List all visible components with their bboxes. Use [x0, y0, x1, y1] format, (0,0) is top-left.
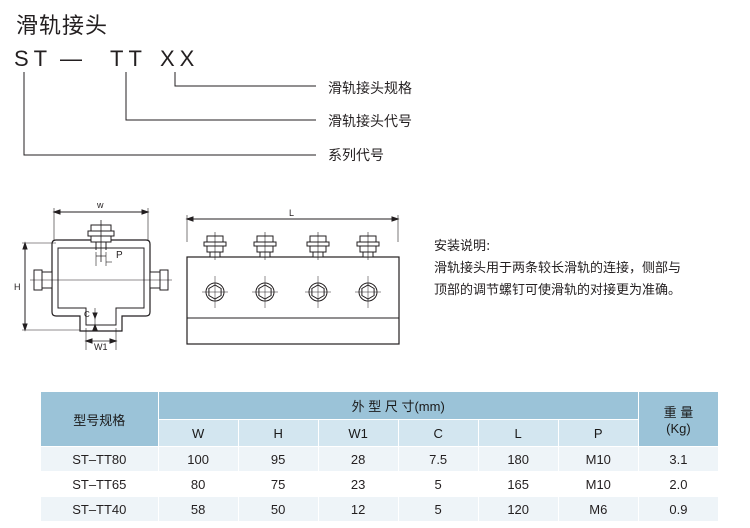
col-w: W: [157, 419, 239, 447]
hex-bolt: [252, 276, 278, 308]
cell-p: M10: [557, 471, 639, 497]
top-bolt: [203, 232, 227, 260]
cell-model: ST–TT80: [40, 446, 159, 472]
col-p: P: [557, 419, 639, 447]
code-type: TT: [110, 46, 147, 71]
cross-section-drawing: [22, 208, 172, 350]
install-notes: 安装说明: 滑轨接头用于两条较长滑轨的连接，侧部与 顶部的调节螺钉可使滑轨的对接…: [434, 236, 744, 302]
cell-w1: 28: [317, 446, 399, 472]
table-row: ST–TT80 100 95 28 7.5 180 M10 3.1: [40, 446, 720, 472]
cell-w1: 23: [317, 471, 399, 497]
code-leader-lines: [23, 72, 316, 156]
side-view-drawing: [185, 215, 400, 345]
hex-bolt: [202, 276, 228, 308]
code-series: ST: [14, 46, 53, 71]
col-c: C: [397, 419, 479, 447]
col-w1: W1: [317, 419, 399, 447]
cell-weight: 3.1: [637, 446, 720, 472]
header-weight-label: 重 量: [663, 405, 694, 420]
cell-w1: 12: [317, 496, 399, 522]
dim-label-w: w: [96, 200, 104, 210]
legend-series: 系列代号: [328, 148, 384, 164]
dim-label-p: P: [116, 250, 123, 261]
page-title: 滑轨接头: [16, 14, 109, 39]
cell-weight: 2.0: [637, 471, 720, 497]
hex-bolt: [305, 276, 331, 308]
cell-h: 75: [237, 471, 319, 497]
cell-c: 5: [397, 471, 479, 497]
dim-label-c: C: [84, 310, 90, 319]
cell-l: 165: [477, 471, 559, 497]
header-weight: 重 量 (Kg): [637, 391, 720, 447]
top-bolt: [356, 232, 380, 260]
cell-c: 5: [397, 496, 479, 522]
col-l: L: [477, 419, 559, 447]
code-dash: —: [60, 46, 82, 71]
top-bolt: [306, 232, 330, 260]
spec-table: 型号规格 外 型 尺 寸(mm) 重 量 (Kg) W H W1 C L P S…: [40, 391, 720, 522]
install-heading: 安装说明:: [434, 239, 491, 254]
table-row: ST–TT65 80 75 23 5 165 M10 2.0: [40, 471, 720, 497]
cell-model: ST–TT65: [40, 471, 159, 497]
cell-h: 95: [237, 446, 319, 472]
hex-bolt: [355, 276, 381, 308]
cell-w: 58: [157, 496, 239, 522]
top-bolt: [253, 232, 277, 260]
code-spec: XX: [160, 46, 200, 71]
legend-code: 滑轨接头代号: [328, 114, 412, 130]
cell-weight: 0.9: [637, 496, 720, 522]
dim-label-w1: W1: [94, 342, 108, 352]
cell-p: M10: [557, 446, 639, 472]
header-dimensions: 外 型 尺 寸(mm): [157, 391, 639, 420]
cell-l: 180: [477, 446, 559, 472]
install-line-1: 滑轨接头用于两条较长滑轨的连接，侧部与: [434, 261, 682, 276]
dim-label-h: H: [14, 282, 21, 292]
header-weight-unit: (Kg): [666, 421, 691, 436]
cell-c: 7.5: [397, 446, 479, 472]
cell-w: 100: [157, 446, 239, 472]
header-model: 型号规格: [40, 391, 159, 447]
col-h: H: [237, 419, 319, 447]
cell-w: 80: [157, 471, 239, 497]
cell-l: 120: [477, 496, 559, 522]
cell-h: 50: [237, 496, 319, 522]
dim-label-l: L: [289, 208, 294, 218]
legend-spec: 滑轨接头规格: [328, 81, 412, 97]
table-row: ST–TT40 58 50 12 5 120 M6 0.9: [40, 496, 720, 522]
install-line-2: 顶部的调节螺钉可使滑轨的对接更为准确。: [434, 283, 682, 298]
cell-model: ST–TT40: [40, 496, 159, 522]
cell-p: M6: [557, 496, 639, 522]
